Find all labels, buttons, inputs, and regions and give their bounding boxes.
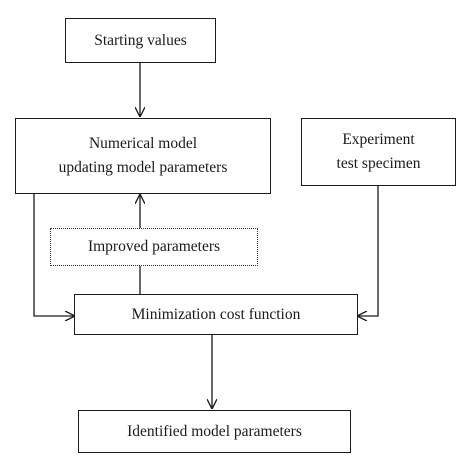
node-experiment: Experiment test specimen [301, 118, 456, 186]
node-numerical-model-line-2: updating model parameters [58, 159, 228, 176]
node-starting-values-label: Starting values [94, 31, 187, 49]
node-experiment-line-1: Experiment [342, 131, 415, 148]
edge-numerical-to-minimization [33, 193, 74, 316]
node-experiment-line-2: test specimen [336, 155, 421, 172]
node-improved-parameters-label: Improved parameters [87, 238, 221, 255]
node-identified-model-parameters-label: Identified model parameters [127, 422, 302, 440]
edge-experiment-to-minimization [358, 186, 379, 316]
node-improved-parameters: Improved parameters [50, 228, 258, 266]
node-numerical-model: Numerical model updating model parameter… [15, 118, 271, 194]
node-minimization-cost-function-label: Minimization cost function [131, 305, 301, 323]
node-identified-model-parameters: Identified model parameters [78, 410, 351, 453]
node-minimization-cost-function: Minimization cost function [74, 294, 358, 335]
node-numerical-model-line-1: Numerical model [88, 135, 197, 152]
node-starting-values: Starting values [65, 18, 216, 63]
